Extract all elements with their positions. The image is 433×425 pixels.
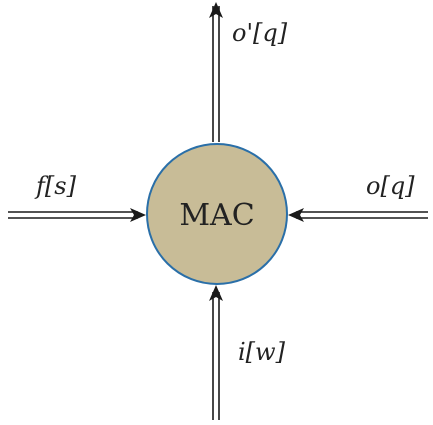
label-top: o'[q] <box>232 19 288 47</box>
label-right: o[q] <box>366 172 415 200</box>
arrow-bottom <box>209 285 223 420</box>
label-left: f[s] <box>34 172 77 200</box>
arrow-left <box>8 208 146 222</box>
mac-node <box>146 143 288 285</box>
mac-node-label: MAC <box>179 198 254 233</box>
label-bottom: i[w] <box>238 338 286 366</box>
arrow-top <box>209 2 223 142</box>
arrow-right <box>288 208 428 222</box>
